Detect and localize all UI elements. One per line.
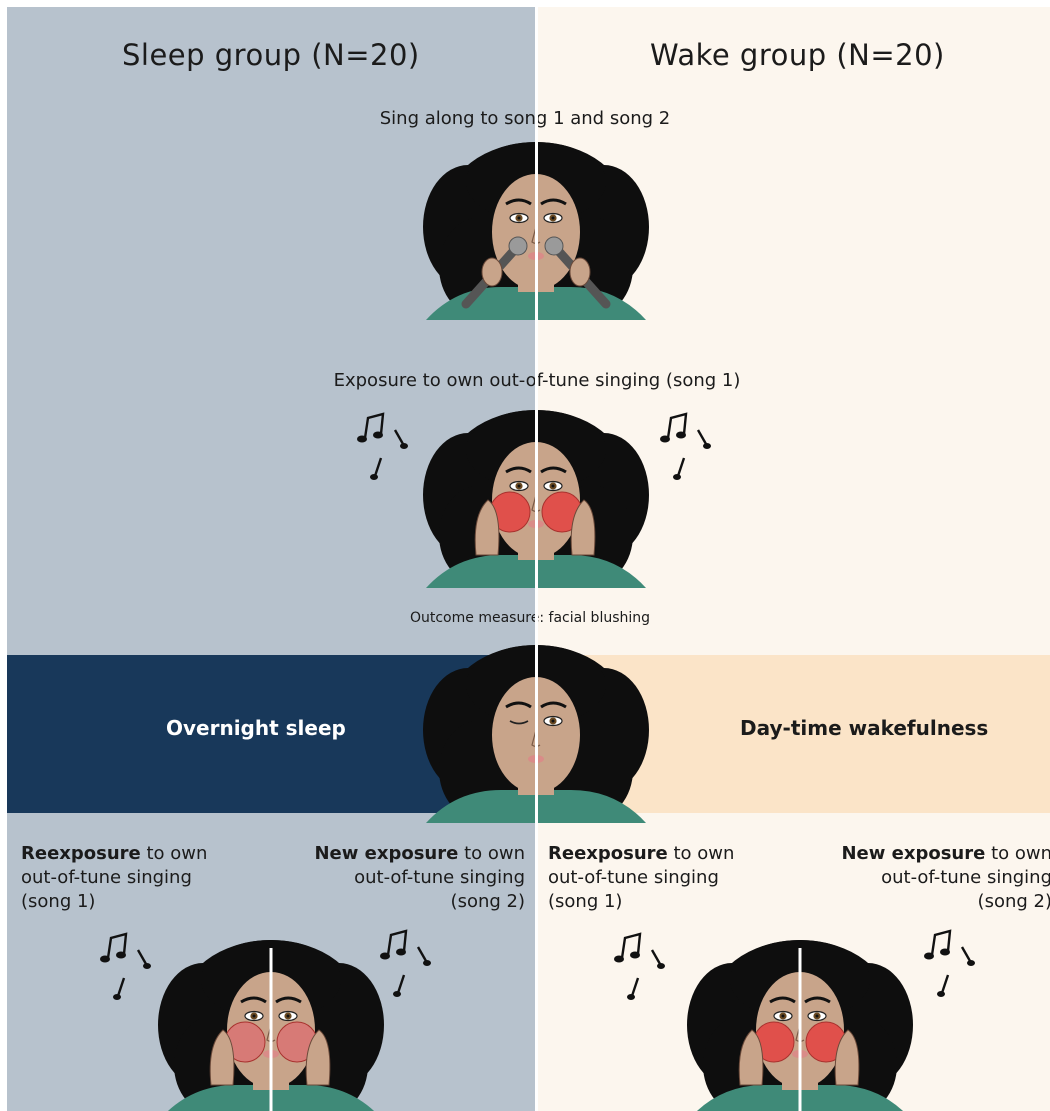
- sleep-new-exposure-bold: New exposure: [314, 843, 459, 864]
- wake-reexposure-line2: out-of-tune singing: [548, 867, 719, 888]
- wake-new-exposure-line3: (song 2): [977, 891, 1050, 912]
- wake-reexposure-rest: to own: [667, 843, 735, 864]
- hand-shape: [738, 1029, 764, 1086]
- sleep-new-exposure-rest: to own: [458, 843, 525, 864]
- music-notes-icon: [357, 412, 408, 480]
- sleep-new-exposure-line2: out-of-tune singing: [354, 867, 525, 888]
- microphone-icon: [544, 236, 611, 309]
- sing-step-label: Sing along to song 1 and song 2: [379, 108, 671, 129]
- music-notes-icon: [924, 929, 975, 997]
- sleep-group-title: Sleep group (N=20): [122, 38, 420, 72]
- sleep-reexposure-bold: Reexposure: [21, 843, 141, 864]
- sleep-reexposure-text: Reexposure to own out-of-tune singing (s…: [21, 842, 207, 914]
- sleep-new-exposure-line3: (song 2): [450, 891, 525, 912]
- music-notes-icon: [100, 932, 151, 1000]
- music-notes-icon: [380, 929, 431, 997]
- outcome-measure-label: Outcome measure: facial blushing: [409, 610, 651, 626]
- microphone-icon: [461, 236, 528, 309]
- hand-shape: [474, 499, 500, 556]
- sleep-reexposure-rest: to own: [140, 843, 208, 864]
- wake-reexposure-bold: Reexposure: [548, 843, 668, 864]
- hand-shape: [209, 1029, 235, 1086]
- wake-group-title: Wake group (N=20): [650, 38, 945, 72]
- music-notes-icon: [660, 412, 711, 480]
- sleep-new-exposure-text: New exposure to own out-of-tune singing …: [305, 842, 525, 914]
- blushing-face-icon: [423, 410, 649, 588]
- sleep-reexposure-line2: out-of-tune singing: [21, 867, 192, 888]
- blushing-face-icon: [158, 940, 384, 1111]
- group-divider: [535, 7, 538, 1111]
- hand-shape: [570, 499, 596, 556]
- wake-new-exposure-bold: New exposure: [841, 843, 986, 864]
- wake-reexposure-text: Reexposure to own out-of-tune singing (s…: [548, 842, 734, 914]
- wake-new-exposure-rest: to own: [985, 843, 1050, 864]
- wake-new-exposure-text: New exposure to own out-of-tune singing …: [832, 842, 1050, 914]
- overnight-sleep-label: Overnight sleep: [166, 716, 346, 740]
- sleep-reexposure-line3: (song 1): [21, 891, 96, 912]
- hand-shape: [305, 1029, 331, 1086]
- music-notes-icon: [614, 932, 665, 1000]
- wakefulness-label: Day-time wakefulness: [740, 716, 989, 740]
- hand-shape: [834, 1029, 860, 1086]
- wake-reexposure-line3: (song 1): [548, 891, 623, 912]
- wake-new-exposure-line2: out-of-tune singing: [881, 867, 1050, 888]
